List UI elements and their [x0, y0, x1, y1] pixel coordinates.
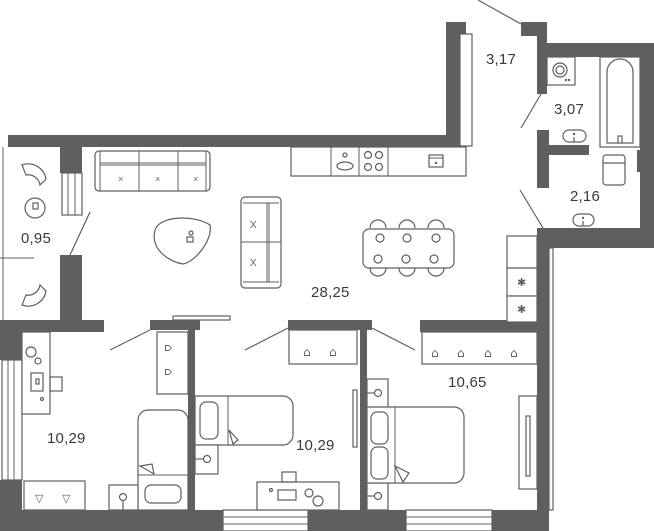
bed-icon — [194, 395, 294, 446]
walls — [0, 22, 654, 531]
sink-icon — [572, 213, 595, 227]
coffee-table-icon — [153, 217, 211, 265]
svg-text:×: × — [155, 174, 160, 184]
window-icon — [0, 33, 554, 531]
bathtub-icon — [599, 56, 641, 148]
room-area-bathroom: 3,07 — [554, 101, 584, 118]
dining-table-icon — [362, 219, 455, 277]
room-area-bedroom-2: 10,29 — [296, 437, 335, 454]
svg-text:⌂: ⌂ — [457, 346, 465, 360]
fridge-icon: ✱ ✱ — [506, 235, 538, 323]
svg-text:X: X — [250, 220, 257, 231]
armchair-icon — [21, 163, 47, 307]
svg-text:⌂: ⌂ — [303, 345, 311, 359]
oven-icon — [428, 154, 444, 168]
room-area-balcony: 0,95 — [21, 230, 51, 247]
svg-text:⌂: ⌂ — [329, 345, 337, 359]
door-icon — [69, 0, 544, 351]
svg-text:×: × — [118, 174, 123, 184]
room-area-living: 28,25 — [311, 284, 350, 301]
tv-icon — [172, 315, 231, 321]
nightstand-icon — [194, 444, 219, 475]
svg-text:▽: ▽ — [62, 492, 71, 505]
svg-text:▽: ▽ — [35, 492, 44, 505]
svg-text:⌂: ⌂ — [510, 346, 518, 360]
washing-machine-icon — [546, 56, 576, 86]
sofa-small-icon: X X — [240, 196, 282, 289]
room-area-bedroom-1: 10,29 — [47, 430, 86, 447]
wardrobe-icon: ⌂ ⌂ — [156, 331, 189, 395]
wall-sconce — [352, 389, 358, 448]
svg-text:⌂: ⌂ — [162, 344, 176, 352]
bed-icon — [366, 406, 465, 484]
nightstand-icon — [366, 378, 389, 511]
wardrobe-icon: ⌂ ⌂ ⌂ ⌂ — [421, 331, 538, 365]
side-table-icon — [24, 197, 46, 219]
svg-text:✱: ✱ — [517, 303, 526, 316]
svg-text:⌂: ⌂ — [484, 346, 492, 360]
svg-text:×: × — [193, 174, 198, 184]
kitchen-sink-icon — [336, 152, 354, 171]
sink-icon — [562, 129, 587, 143]
wardrobe-icon: ⌂ ⌂ — [288, 329, 358, 365]
desk-icon — [21, 331, 63, 415]
toilet-icon — [602, 154, 626, 186]
svg-text:✱: ✱ — [517, 276, 526, 289]
sofa-icon: × × × — [94, 150, 211, 192]
svg-text:X: X — [250, 258, 257, 269]
wardrobe-icon — [518, 395, 538, 490]
wardrobe-icon: ▽ ▽ — [23, 480, 86, 511]
room-area-toilet: 2,16 — [570, 188, 600, 205]
room-area-bedroom-3: 10,65 — [448, 374, 487, 391]
bed-icon — [137, 409, 189, 511]
desk-icon — [256, 471, 340, 511]
room-area-hall: 3,17 — [486, 51, 516, 68]
nightstand-icon — [108, 484, 139, 511]
stove-icon — [363, 150, 384, 172]
svg-text:⌂: ⌂ — [162, 368, 176, 376]
svg-text:⌂: ⌂ — [431, 346, 439, 360]
